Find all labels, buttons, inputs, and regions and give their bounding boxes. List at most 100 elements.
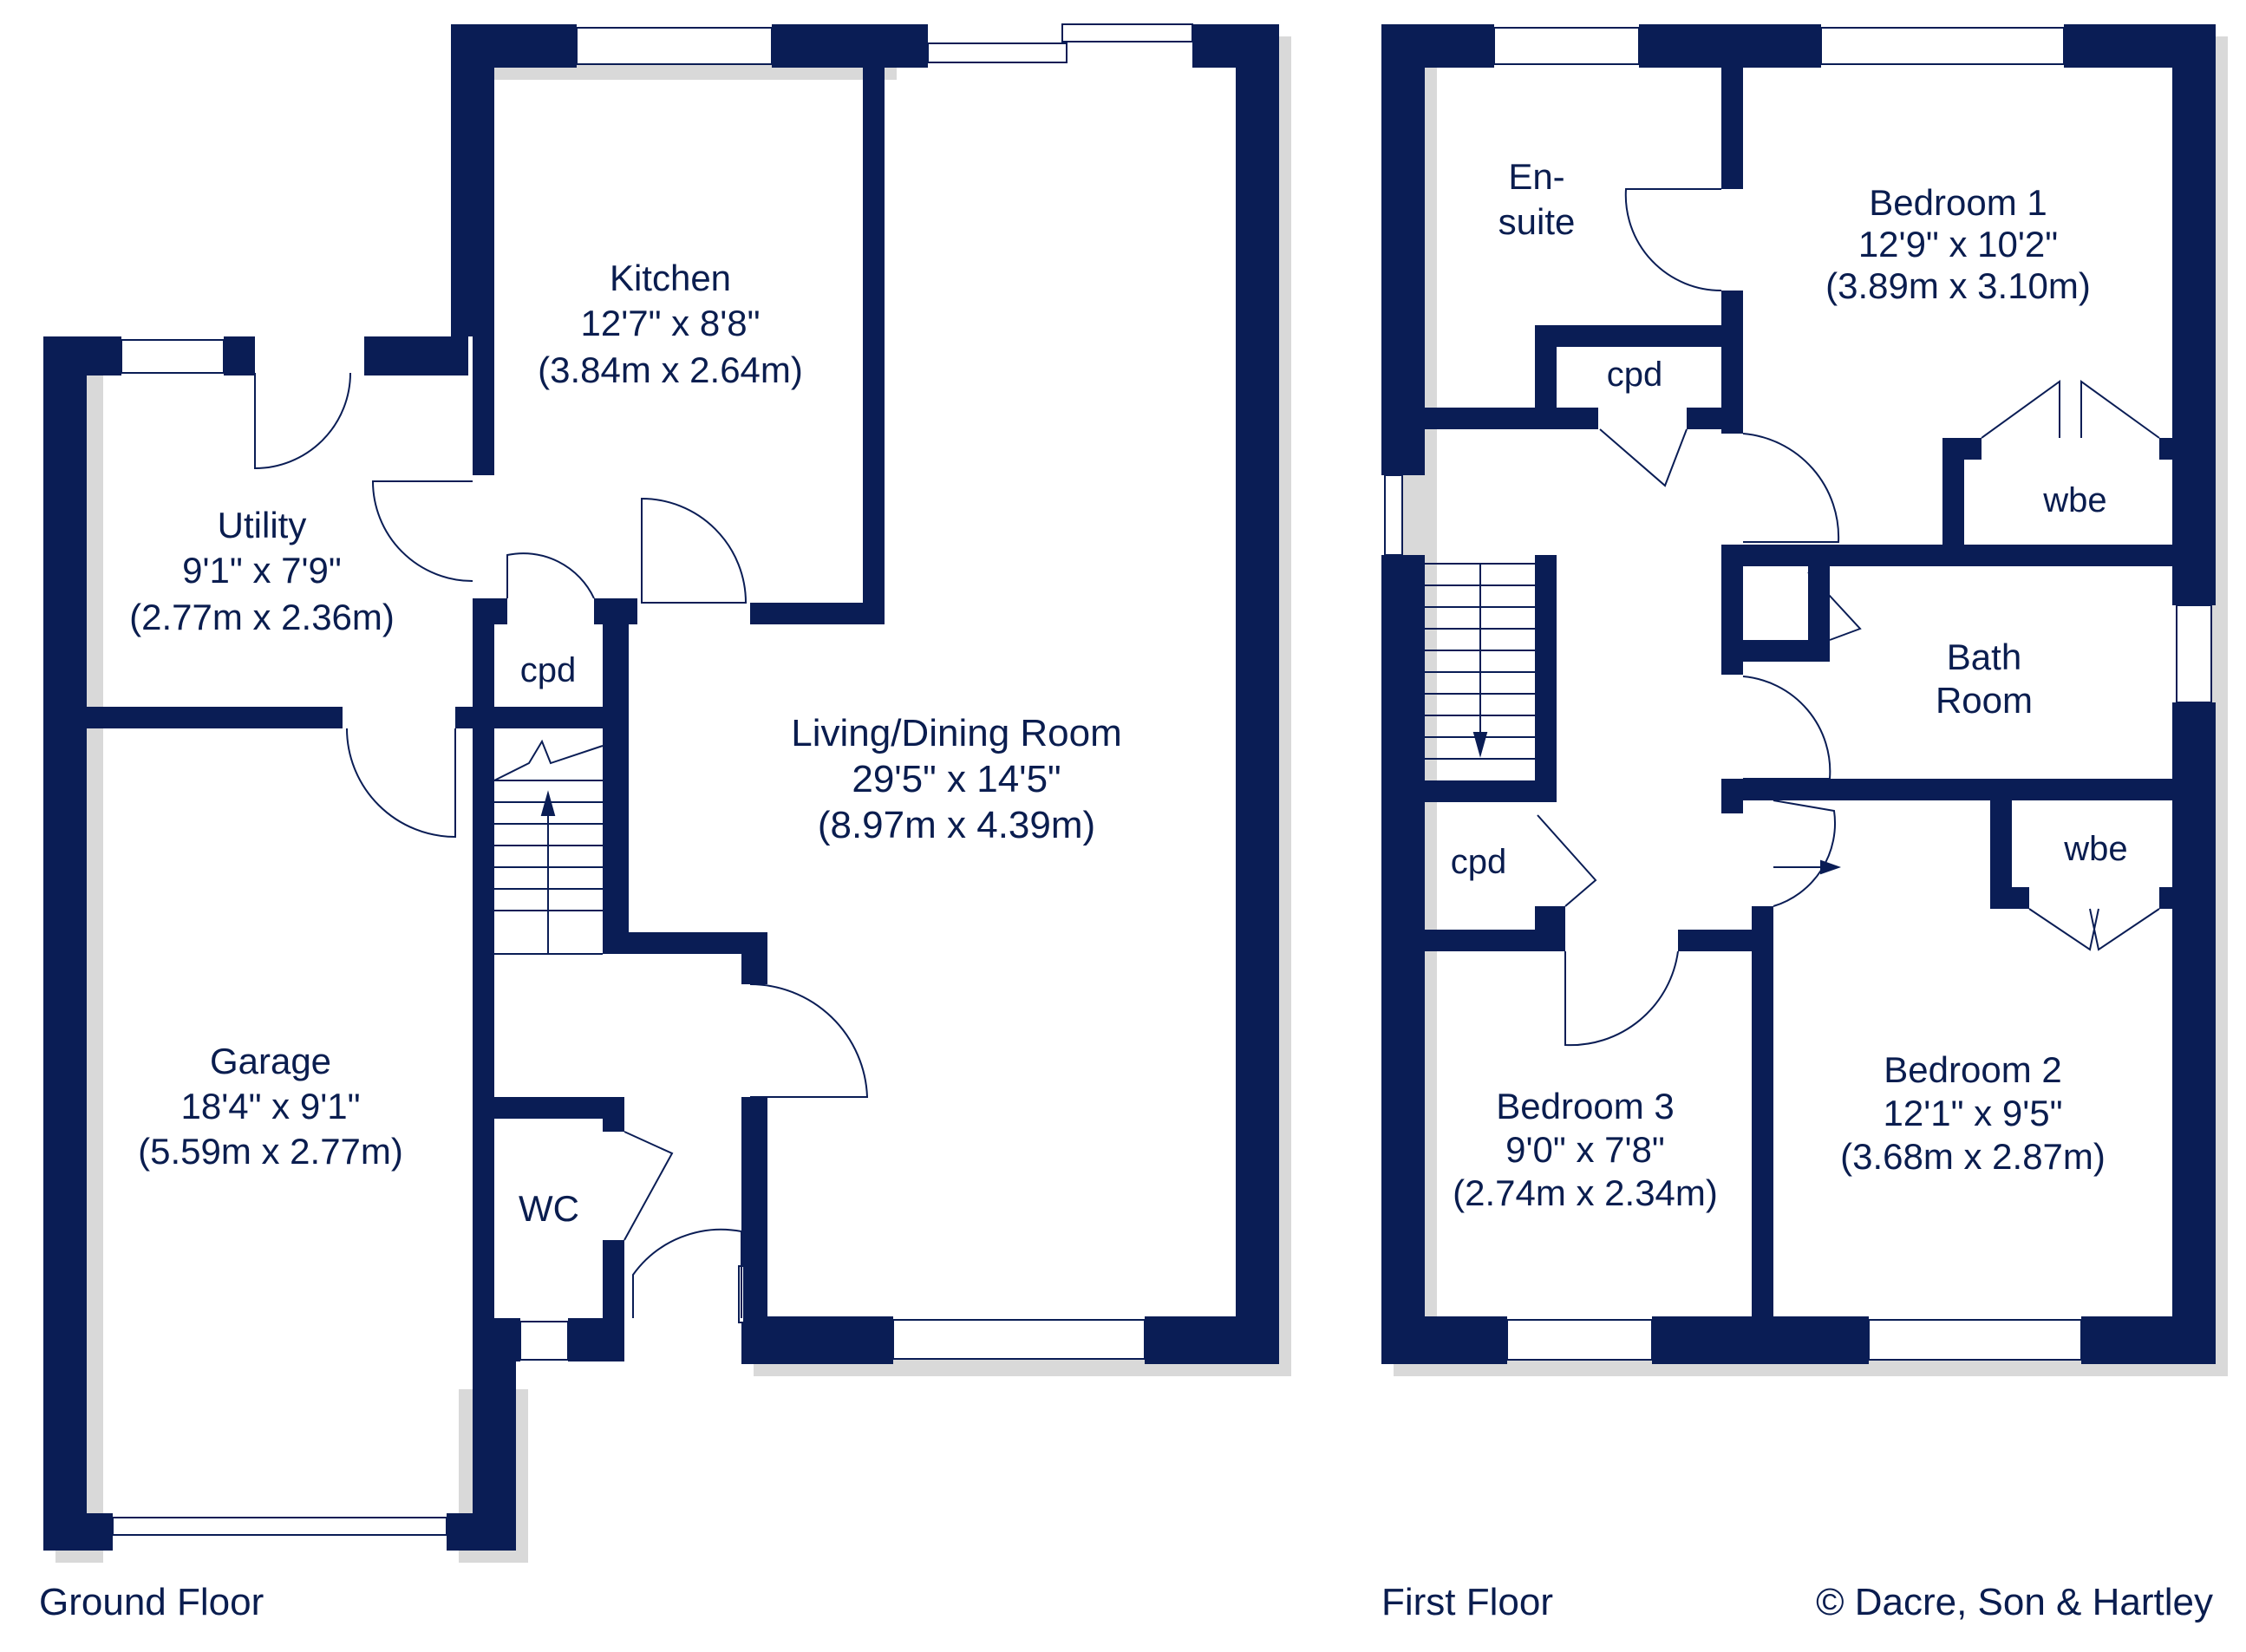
svg-text:suite: suite xyxy=(1498,201,1576,242)
bedroom1-door xyxy=(1742,433,1840,543)
bedroom2-imperial: 12'1" x 9'5" xyxy=(1884,1093,2063,1133)
utility-name: Utility xyxy=(218,505,307,545)
wbe2-label: wbe xyxy=(2063,830,2127,868)
svg-text:En-: En- xyxy=(1508,156,1564,197)
ground-floor-stairs xyxy=(493,739,604,955)
svg-text:(3.68m x 2.87m): (3.68m x 2.87m) xyxy=(1840,1136,2106,1177)
cpd-door xyxy=(506,552,595,599)
kitchen-door xyxy=(641,497,748,604)
garage-door xyxy=(112,1517,447,1536)
bedroom2-door xyxy=(1773,800,1837,907)
bath-cpd-door xyxy=(1807,571,1862,641)
utility-back-door xyxy=(254,372,351,470)
bedroom3-door xyxy=(1564,950,1679,1047)
living-metric: (8.97m x 4.39m) xyxy=(818,804,1095,846)
first-floor-walls xyxy=(1381,24,2216,1364)
svg-text:12'9" x 10'2": 12'9" x 10'2" xyxy=(1858,224,2058,264)
svg-text:wbe: wbe xyxy=(2063,830,2127,868)
cpd-top-door xyxy=(1599,428,1688,487)
utility-garage-door xyxy=(346,728,456,839)
bedroom3-window xyxy=(1506,1319,1653,1361)
kitchen-utility-door xyxy=(371,480,473,582)
bedroom2-name: Bedroom 2 xyxy=(1884,1049,2061,1090)
patio-door-left xyxy=(927,42,1068,63)
svg-text:wbe: wbe xyxy=(2042,481,2106,519)
bedroom1-imperial: 12'9" x 10'2" xyxy=(1858,224,2058,264)
utility-metric: (2.77m x 2.36m) xyxy=(129,597,395,637)
wc-label: WC xyxy=(519,1188,579,1229)
svg-text:(3.84m x 2.64m): (3.84m x 2.64m) xyxy=(538,349,803,390)
utility-imperial: 9'1" x 7'9" xyxy=(182,550,342,591)
svg-text:Bedroom 2: Bedroom 2 xyxy=(1884,1049,2061,1090)
bath-window xyxy=(2176,604,2212,703)
kitchen-imperial: 12'7" x 8'8" xyxy=(581,303,761,343)
ensuite-label-line2: suite xyxy=(1498,201,1576,242)
bedroom3-imperial: 9'0" x 7'8" xyxy=(1505,1129,1665,1170)
ground-floor-walls xyxy=(43,24,1279,1551)
copyright-text: © Dacre, Son & Hartley xyxy=(1816,1581,2213,1623)
wbe1-doors xyxy=(1981,380,2160,439)
living-window xyxy=(892,1319,1146,1360)
svg-text:(5.59m x 2.77m): (5.59m x 2.77m) xyxy=(138,1131,403,1172)
kitchen-name: Kitchen xyxy=(610,258,731,298)
wc-door xyxy=(624,1131,674,1241)
svg-text:cpd: cpd xyxy=(1607,356,1663,394)
svg-text:Utility: Utility xyxy=(218,505,307,545)
kitchen-window xyxy=(576,27,773,65)
svg-text:Kitchen: Kitchen xyxy=(610,258,731,298)
svg-text:18'4" x 9'1": 18'4" x 9'1" xyxy=(181,1086,361,1126)
living-door xyxy=(749,983,869,1098)
cpd-top-label: cpd xyxy=(1607,356,1663,394)
svg-text:Living/Dining Room: Living/Dining Room xyxy=(791,712,1122,754)
landing-window xyxy=(1384,474,1403,556)
living-imperial: 29'5" x 14'5" xyxy=(852,758,1061,800)
ground-floor-doors xyxy=(254,372,869,1318)
wbe1-label: wbe xyxy=(2042,481,2106,519)
first-floor-doors xyxy=(1537,188,2160,1047)
svg-text:(8.97m x 4.39m): (8.97m x 4.39m) xyxy=(818,804,1095,846)
front-door xyxy=(632,1228,742,1318)
bath-door xyxy=(1742,676,1831,780)
svg-text:9'1" x 7'9": 9'1" x 7'9" xyxy=(182,550,342,591)
ensuite-label-line1: En- xyxy=(1508,156,1564,197)
first-floor-label: First Floor xyxy=(1381,1581,1553,1623)
bedroom2-window xyxy=(1868,1319,2082,1361)
kitchen-metric: (3.84m x 2.64m) xyxy=(538,349,803,390)
ensuite-door xyxy=(1624,188,1722,292)
svg-text:(2.77m x 2.36m): (2.77m x 2.36m) xyxy=(129,597,395,637)
garage-metric: (5.59m x 2.77m) xyxy=(138,1131,403,1172)
svg-text:Room: Room xyxy=(1936,680,2033,721)
svg-text:29'5" x 14'5": 29'5" x 14'5" xyxy=(852,758,1061,800)
first-floor-plan: En- suite Bedroom 1 12'9" x 10'2" (3.89m… xyxy=(1381,24,2228,1376)
garage-name: Garage xyxy=(210,1041,331,1081)
bedroom3-metric: (2.74m x 2.34m) xyxy=(1453,1172,1718,1213)
bathroom-label-line2: Room xyxy=(1936,680,2033,721)
svg-text:Garage: Garage xyxy=(210,1041,331,1081)
svg-text:9'0" x 7'8": 9'0" x 7'8" xyxy=(1505,1129,1665,1170)
ensuite-window xyxy=(1493,27,1640,65)
svg-text:12'7" x 8'8": 12'7" x 8'8" xyxy=(581,303,761,343)
cpd-left-label: cpd xyxy=(1451,843,1507,881)
utility-window xyxy=(121,339,225,374)
first-floor-windows xyxy=(1384,27,2212,1361)
bedroom2-metric: (3.68m x 2.87m) xyxy=(1840,1136,2106,1177)
svg-text:cpd: cpd xyxy=(1451,843,1507,881)
living-name: Living/Dining Room xyxy=(791,712,1122,754)
cpd-left-door xyxy=(1537,814,1597,907)
svg-text:WC: WC xyxy=(519,1188,579,1229)
svg-text:Bedroom 1: Bedroom 1 xyxy=(1869,182,2047,223)
svg-text:cpd: cpd xyxy=(520,651,577,689)
bedroom1-name: Bedroom 1 xyxy=(1869,182,2047,223)
svg-text:12'1" x 9'5": 12'1" x 9'5" xyxy=(1884,1093,2063,1133)
bedroom1-metric: (3.89m x 3.10m) xyxy=(1825,265,2091,306)
bedroom1-window xyxy=(1820,27,2065,65)
bathroom-label-line1: Bath xyxy=(1947,637,2021,677)
ground-cpd-label: cpd xyxy=(520,651,577,689)
garage-imperial: 18'4" x 9'1" xyxy=(181,1086,361,1126)
bedroom3-name: Bedroom 3 xyxy=(1496,1086,1674,1126)
first-floor-stairs xyxy=(1425,563,1842,875)
svg-text:Bath: Bath xyxy=(1947,637,2021,677)
svg-text:Bedroom 3: Bedroom 3 xyxy=(1496,1086,1674,1126)
svg-text:(2.74m x 2.34m): (2.74m x 2.34m) xyxy=(1453,1172,1718,1213)
